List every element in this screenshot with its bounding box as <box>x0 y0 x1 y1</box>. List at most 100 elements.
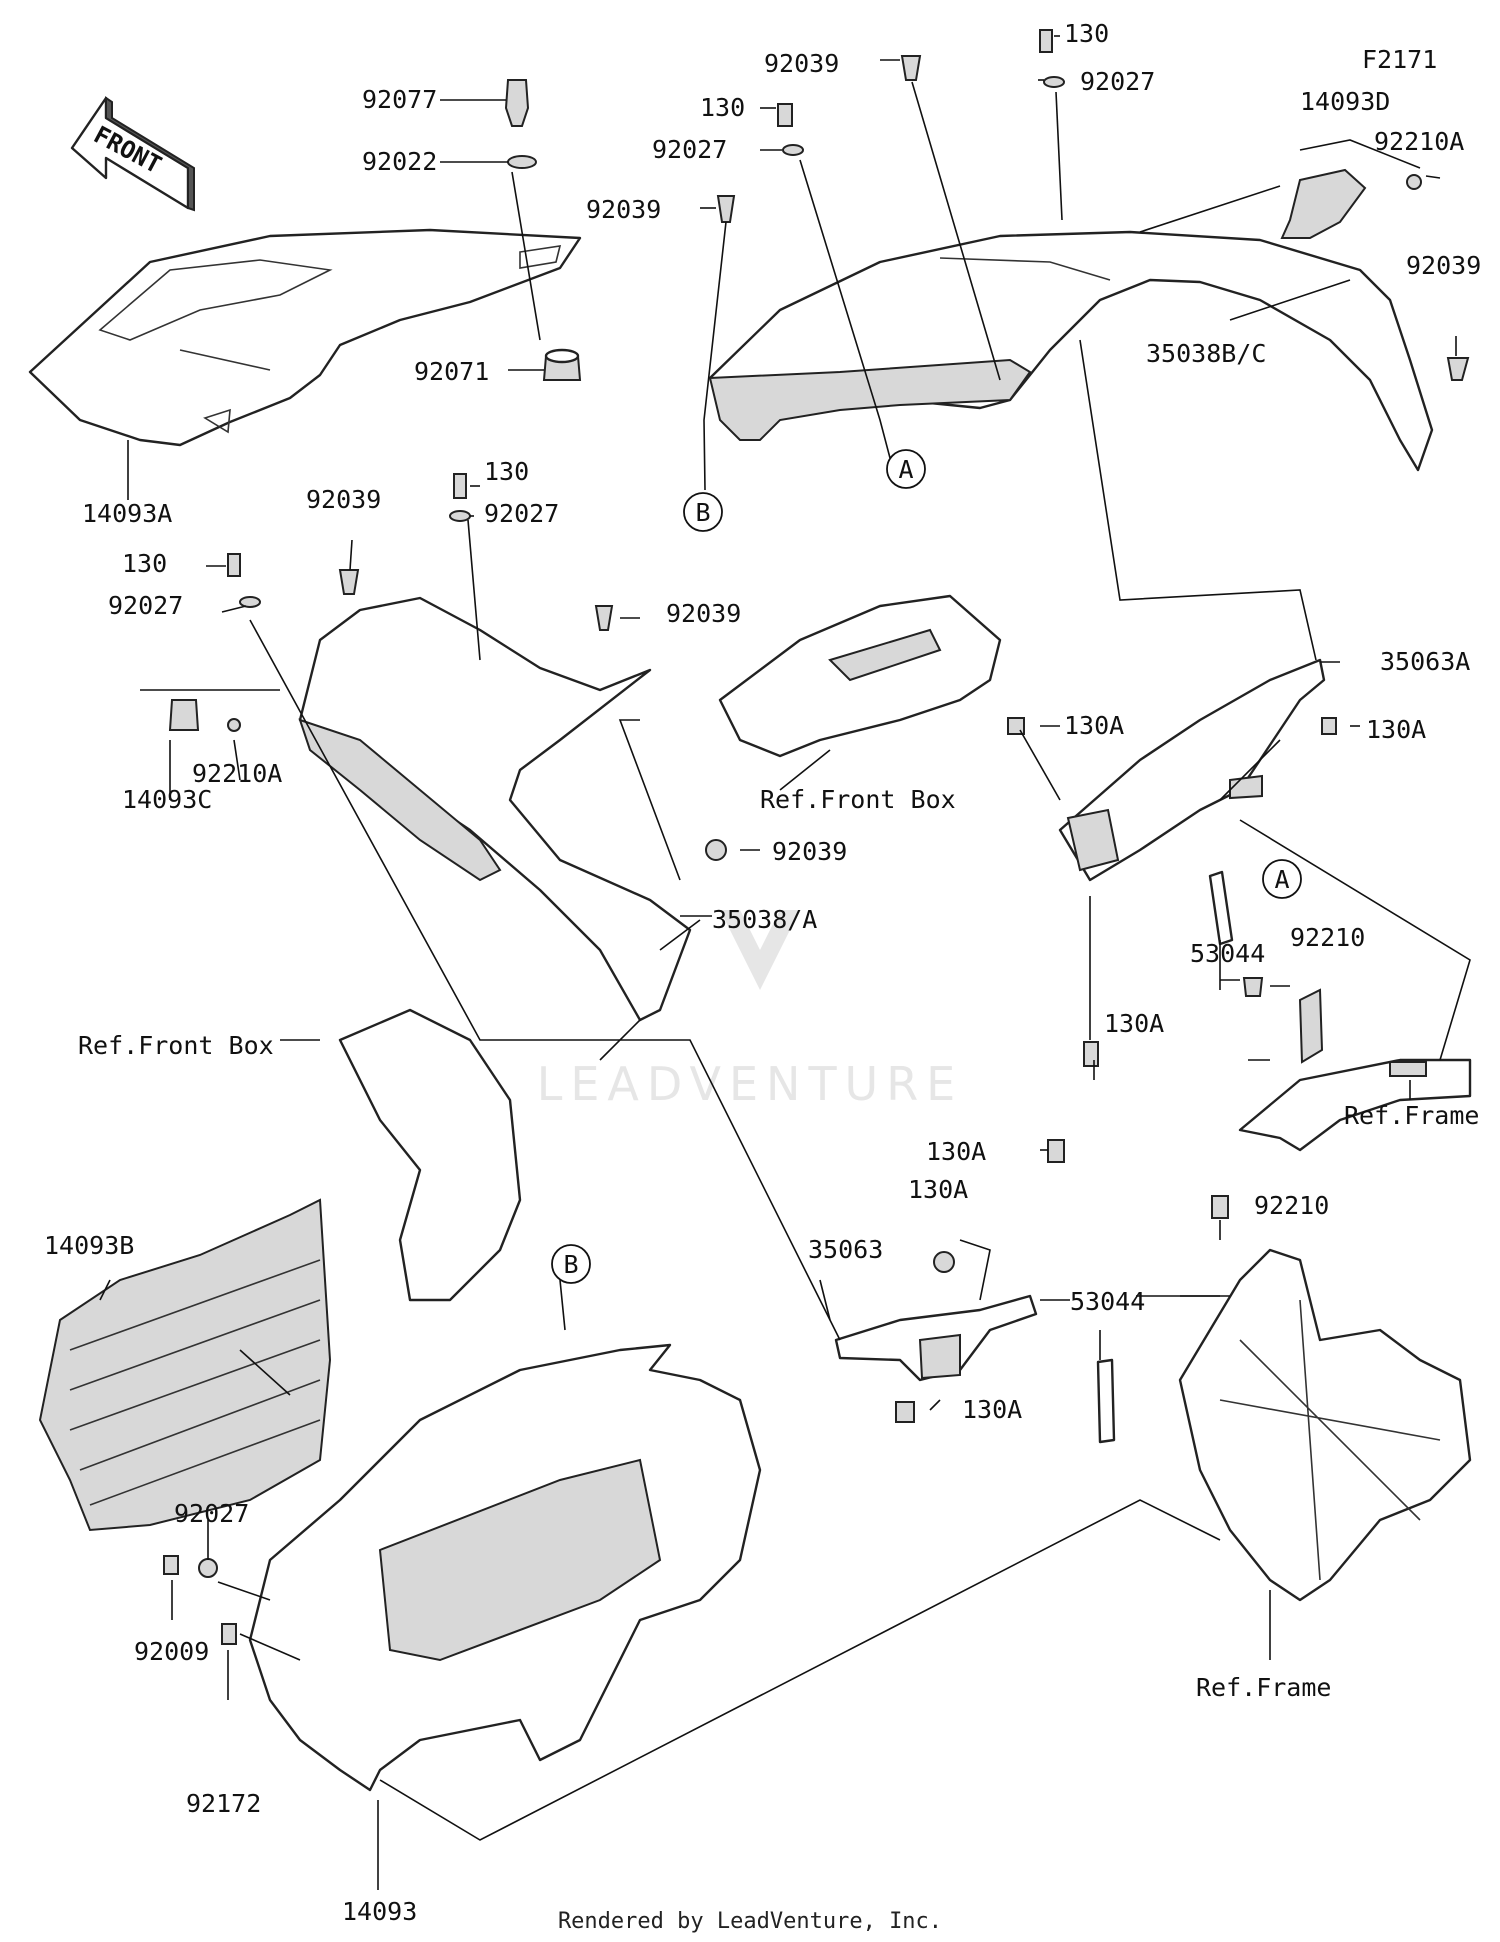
callout-92027-mid: 92027 <box>484 499 559 528</box>
nut-92210A-r-icon <box>1406 174 1422 190</box>
cover-14093A-emblem <box>203 408 231 434</box>
ref-marker-A-lower <box>1262 859 1302 899</box>
grille-14093B-slats <box>69 1259 321 1506</box>
bar-35063-plate <box>918 1333 961 1380</box>
watermark-logo-icon <box>720 910 800 990</box>
fender-35038BC-shape <box>708 230 1434 472</box>
fasteners <box>163 29 1470 1645</box>
callout-92039-mid-left: 92039 <box>306 485 381 514</box>
ref-marker-B-upper <box>683 492 723 532</box>
watermark-text: LEADVENTURE <box>537 1057 964 1111</box>
callout-35063: 35063 <box>808 1235 883 1264</box>
washer-92027-top-icon <box>1043 76 1065 88</box>
hardware-top-left <box>504 79 582 381</box>
callout-92039-mid-middle: 92039 <box>666 599 741 628</box>
bolt-130A-2-icon <box>1321 717 1337 735</box>
frame-lower-tubes <box>1219 1299 1441 1581</box>
part-14093-drawing <box>248 1343 762 1792</box>
fender-35038BC-inner <box>708 358 1032 441</box>
nut-92210A-l-icon <box>227 718 241 732</box>
callout-130-mid: 130 <box>484 457 529 486</box>
fascia-14093-opening <box>378 1458 662 1662</box>
cover-14093A-clip <box>519 245 562 269</box>
washer-92022-icon <box>507 155 537 169</box>
nut-130A-5-icon <box>933 1251 955 1273</box>
callout-35038BC: 35038B/C <box>1146 339 1266 368</box>
callout-92027-l2: 92027 <box>652 135 727 164</box>
callout-92210A-right: 92210A <box>1374 127 1464 156</box>
washer-92027-m-icon <box>449 510 471 522</box>
ref-marker-A-lower-label: A <box>1274 865 1289 894</box>
callout-92027-bottom: 92027 <box>174 1499 249 1528</box>
clip-92039-mm-icon <box>594 605 614 631</box>
bar-35063A-tab <box>1229 774 1263 800</box>
washer-92027-b-icon <box>198 1558 218 1578</box>
callout-92039-low: 92039 <box>772 837 847 866</box>
callout-130A-5: 130A <box>908 1175 968 1204</box>
bolt-130A-6-icon <box>895 1401 915 1423</box>
callout-14093: 14093 <box>342 1897 417 1926</box>
callout-92077: 92077 <box>362 85 437 114</box>
ref-front-box-upper-drawing <box>718 594 1002 758</box>
callout-130-top: 130 <box>1064 19 1109 48</box>
callout-130A-3: 130A <box>1104 1009 1164 1038</box>
clip-92039-r-icon <box>1446 357 1470 381</box>
front-box-lower-shape <box>338 1008 522 1302</box>
screw-92009-icon <box>163 1555 179 1575</box>
bolt-92210-1-icon <box>1242 977 1264 997</box>
callout-labels: 92077 92022 92071 14093A 130 92039 92027… <box>44 19 1481 1926</box>
watermark: LEADVENTURE <box>537 910 964 1111</box>
callout-53044-upper: 53044 <box>1190 939 1265 968</box>
callout-92210A-left: 92210A <box>192 759 282 788</box>
pin-53044-upper-shape <box>1208 870 1234 946</box>
callout-92210-2: 92210 <box>1254 1191 1329 1220</box>
washer-92027-l2-icon <box>782 144 804 156</box>
clip-92039-ml-icon <box>338 569 360 595</box>
pin-53044-lower-shape <box>1096 1358 1116 1444</box>
bolt-130A-4-icon <box>1047 1139 1065 1163</box>
callout-14093B: 14093B <box>44 1231 134 1260</box>
clip-92039-low-icon <box>705 839 727 861</box>
callout-92039-top: 92039 <box>764 49 839 78</box>
ref-marker-B-lower <box>551 1244 591 1284</box>
callout-130A-6: 130A <box>962 1395 1022 1424</box>
fender-35038BC-ridge <box>939 257 1111 281</box>
part-35063A-drawing <box>1058 658 1326 882</box>
ref-marker-B-upper-label: B <box>695 498 710 527</box>
front-arrow-shadow <box>105 96 195 212</box>
clip-92039-top-icon <box>900 55 922 81</box>
bolt-130-m-icon <box>453 473 467 499</box>
part-35063-drawing <box>834 1294 1038 1382</box>
ref-front-box-lower-drawing <box>338 1008 522 1302</box>
callout-ref-front-box-upper: Ref.Front Box <box>760 785 956 814</box>
fastener-92077-icon <box>504 79 530 127</box>
callout-ref-frame-upper: Ref.Frame <box>1344 1101 1479 1130</box>
bracket-14093D-shape <box>1280 168 1367 239</box>
ref-frame-upper-drawing <box>1238 988 1472 1152</box>
footer-credit: Rendered by LeadVenture, Inc. <box>558 1909 942 1934</box>
callout-14093A: 14093A <box>82 499 172 528</box>
callout-92039-l3: 92039 <box>586 195 661 224</box>
cover-14093A-line <box>179 349 271 371</box>
callout-ref-front-box-lower: Ref.Front Box <box>78 1031 274 1060</box>
frame-upper-post <box>1298 988 1324 1064</box>
bolt-130-ml-icon <box>227 553 241 577</box>
callout-92039-right: 92039 <box>1406 251 1481 280</box>
washer-92027-ml-icon <box>239 596 261 608</box>
clip-92039-l3-icon <box>716 195 736 223</box>
part-53044-lower-drawing <box>1096 1358 1116 1444</box>
ref-frame-lower-drawing <box>1178 1248 1472 1602</box>
part-14093A-drawing <box>28 228 582 447</box>
callout-92027-top: 92027 <box>1080 67 1155 96</box>
screw-92172-icon <box>221 1623 237 1645</box>
cover-14093A-shape <box>28 228 582 447</box>
part-14093D-drawing <box>1280 168 1367 239</box>
callout-130-l2: 130 <box>700 93 745 122</box>
bar-35063A-shape <box>1058 658 1326 882</box>
reference-markers: A B A B <box>551 449 1302 1284</box>
callout-92027-mid-left: 92027 <box>108 591 183 620</box>
ref-marker-B-lower-label: B <box>563 1250 578 1279</box>
ref-marker-A-upper-label: A <box>898 455 913 484</box>
